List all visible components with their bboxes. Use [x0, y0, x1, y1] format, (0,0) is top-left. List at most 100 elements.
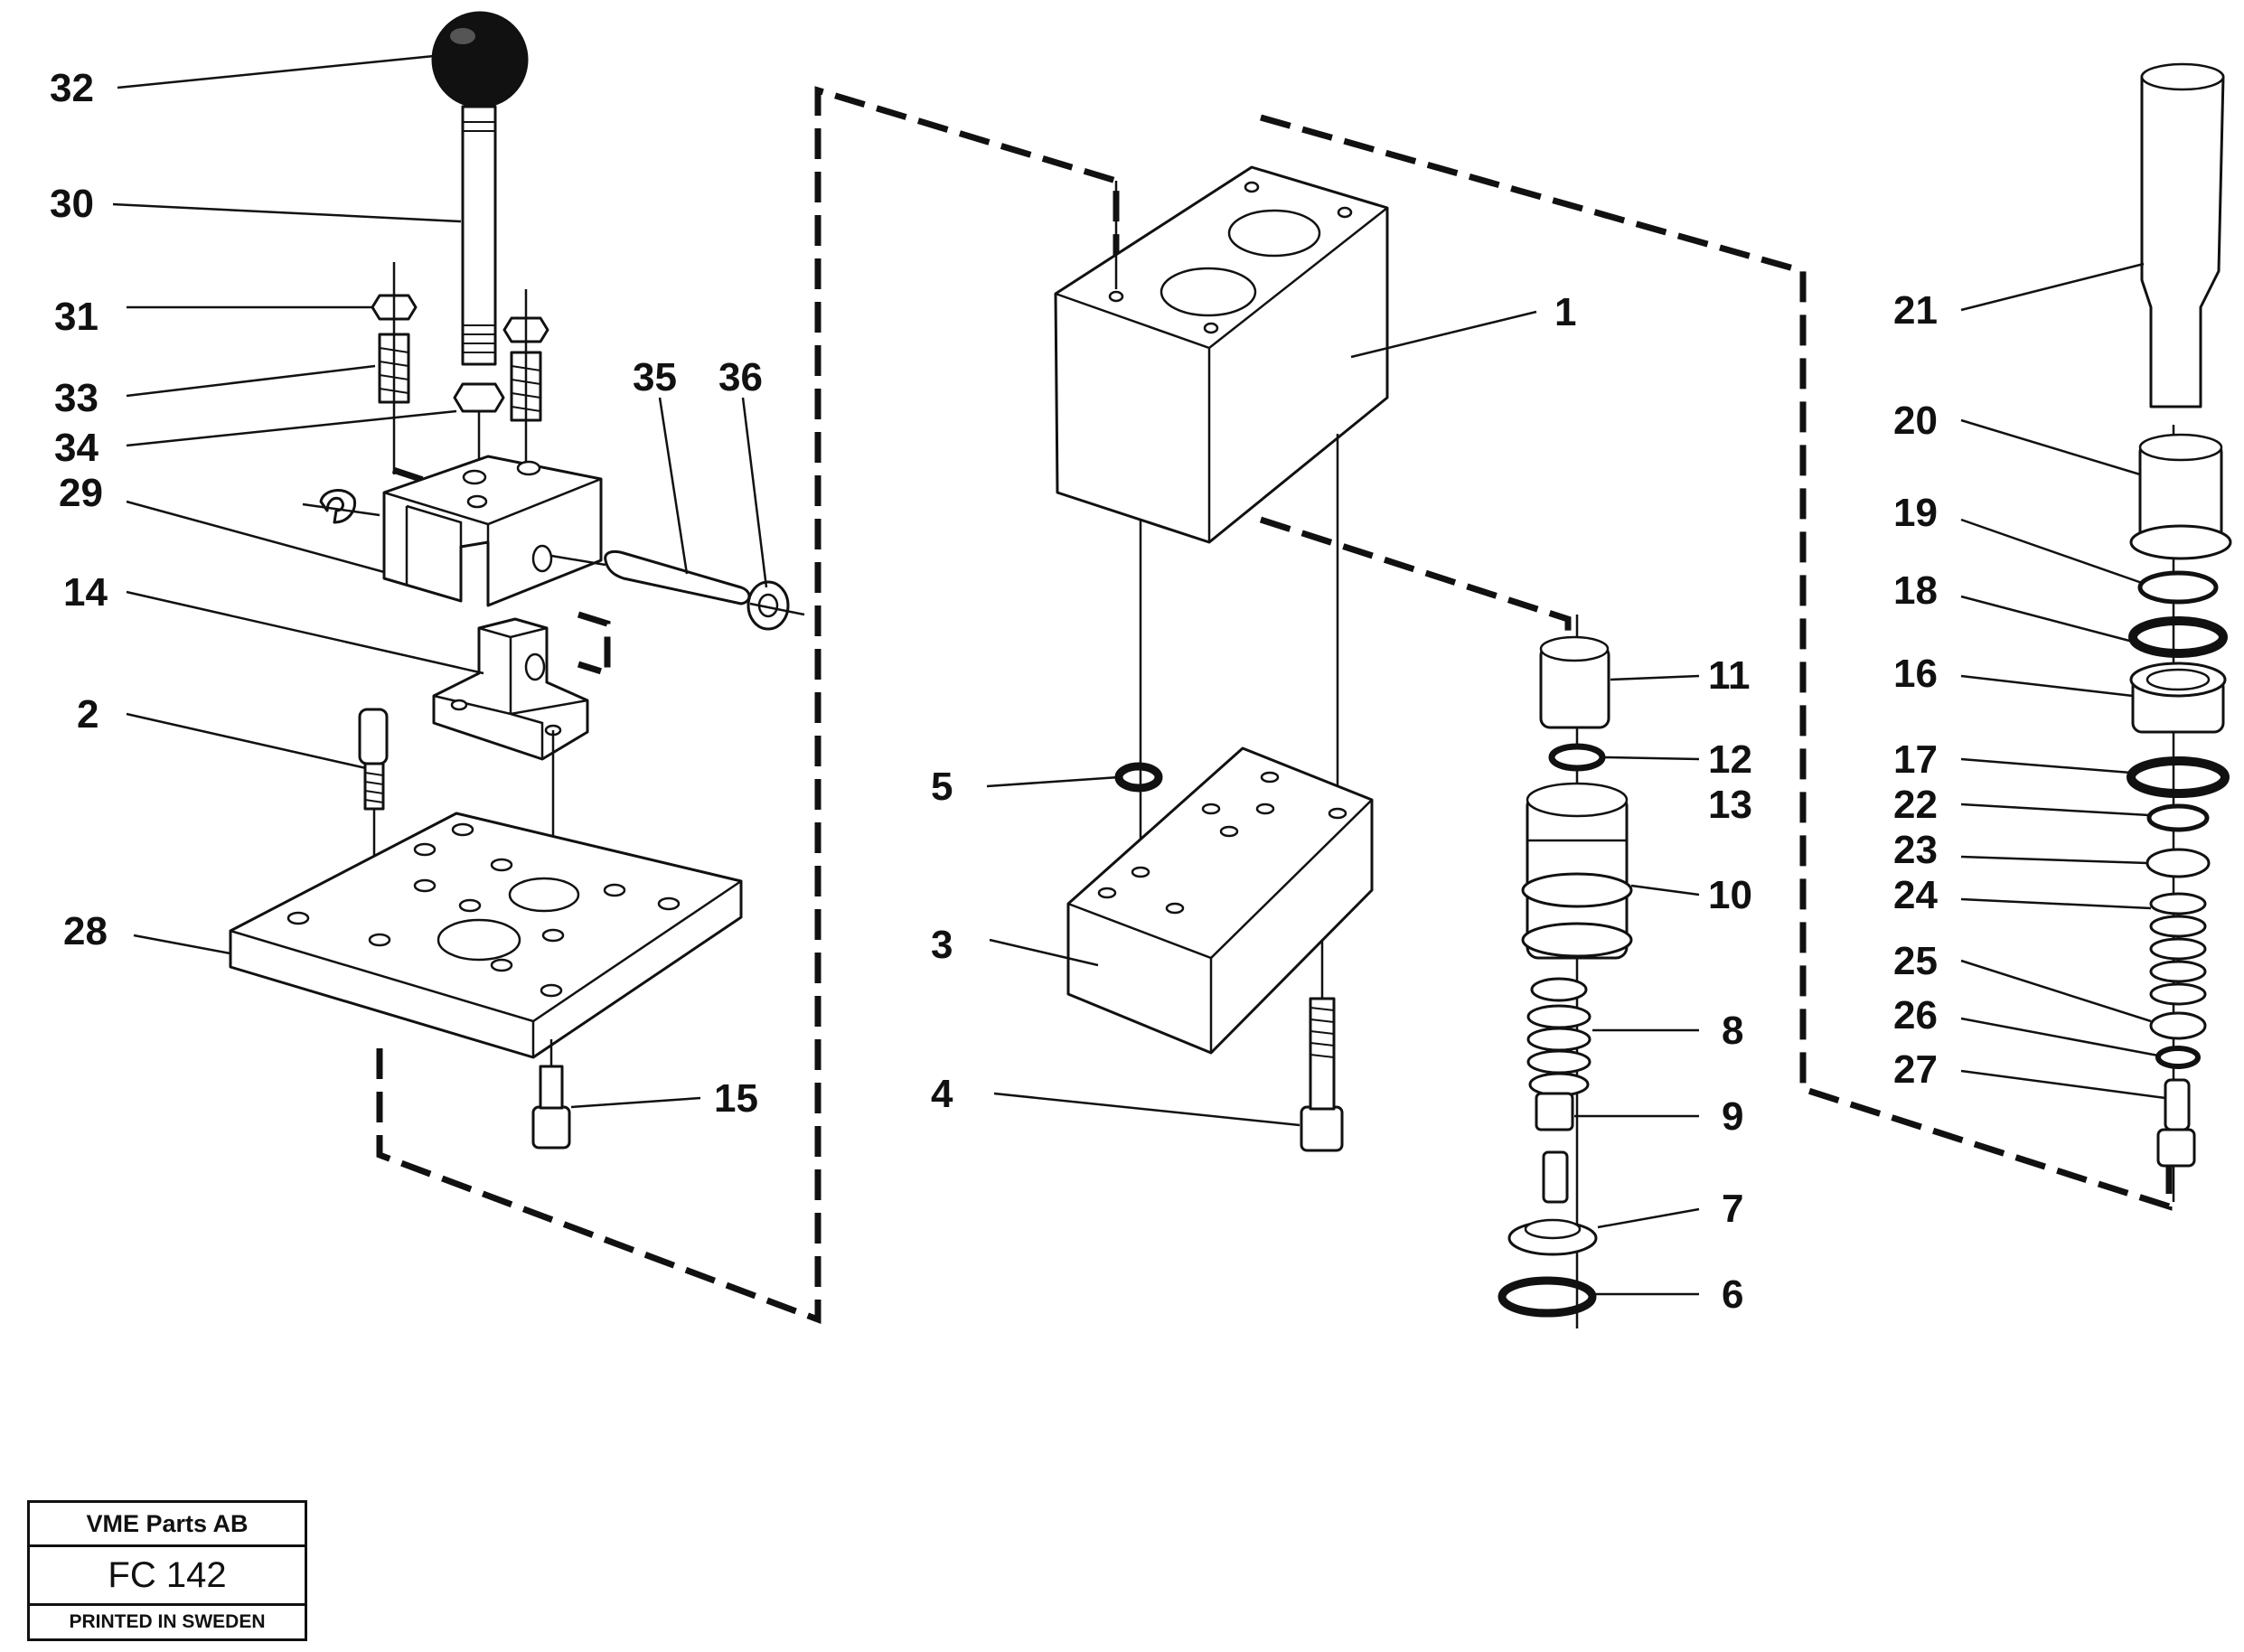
washer-26 — [2155, 1046, 2201, 1069]
nut-34 — [453, 382, 505, 413]
axis-36 — [749, 602, 805, 616]
screw-4 — [1300, 1105, 1344, 1152]
callout-labels: 32 30 31 33 34 29 14 2 28 15 35 36 1 5 3… — [50, 66, 1938, 1317]
o-ring-5 — [1114, 762, 1163, 793]
body-port-2 — [1227, 209, 1321, 258]
cover-hole-3 — [1165, 902, 1185, 915]
screw-15-shank — [539, 1065, 564, 1110]
plate-hole-5 — [490, 858, 513, 872]
washer-22 — [2146, 803, 2210, 832]
callout-26: 26 — [1893, 993, 1938, 1037]
body-hole-3 — [1337, 206, 1353, 219]
callout-32: 32 — [50, 66, 94, 110]
callout-21: 21 — [1893, 288, 1938, 333]
right-stack-group — [2127, 62, 2232, 1202]
body-hole-2 — [1244, 181, 1260, 193]
body-port-1 — [1160, 267, 1257, 317]
callout-4: 4 — [931, 1072, 953, 1116]
seat-7-inner — [1524, 1218, 1582, 1240]
cover-hole-1 — [1097, 887, 1117, 899]
plunger-21-top — [2140, 62, 2225, 91]
callout-5: 5 — [931, 765, 953, 809]
cover-hole-6 — [1255, 803, 1275, 815]
o-ring-17 — [2127, 756, 2230, 798]
screw-27-head — [2156, 1128, 2196, 1168]
callout-24: 24 — [1893, 873, 1938, 917]
spring-8 — [1526, 977, 1591, 1097]
knob-highlight — [450, 28, 475, 44]
plate-port-2 — [508, 877, 580, 913]
plate-port-1 — [437, 918, 521, 962]
lever-rod — [461, 105, 497, 366]
callout-7: 7 — [1722, 1187, 1743, 1231]
lever-knob — [431, 11, 529, 108]
sleeve-ring-1 — [1521, 872, 1633, 908]
lever-assembly-group — [229, 11, 805, 1150]
callout-11: 11 — [1708, 653, 1751, 698]
plunger-9 — [1535, 1092, 1574, 1131]
o-ring-18 — [2128, 616, 2228, 658]
callout-23: 23 — [1893, 828, 1938, 872]
callout-30: 30 — [50, 182, 94, 226]
plate-hole-12 — [413, 878, 437, 893]
bracket-edges — [383, 477, 602, 605]
callout-3: 3 — [931, 923, 953, 967]
washer-19 — [2137, 570, 2219, 605]
callout-36: 36 — [718, 355, 763, 399]
callout-2: 2 — [77, 692, 99, 737]
sleeve-16-inner — [2145, 668, 2211, 691]
cover-hole-4 — [1201, 803, 1221, 815]
callout-6: 6 — [1722, 1272, 1743, 1317]
guide-hole — [524, 652, 546, 681]
plate-hole-7 — [657, 896, 681, 911]
cover-hole-2 — [1131, 866, 1150, 878]
callout-12: 12 — [1708, 737, 1752, 782]
sleeve-top — [1526, 782, 1629, 818]
valve-body-group — [1054, 165, 1389, 1152]
valve-body — [1054, 165, 1389, 544]
callout-18: 18 — [1893, 568, 1938, 613]
spool-cap-top — [1539, 635, 1610, 662]
title-block-code: FC 142 — [30, 1547, 305, 1606]
plate-hole-3 — [413, 842, 437, 857]
callout-15: 15 — [714, 1076, 758, 1121]
callout-20: 20 — [1893, 399, 1938, 443]
callout-19: 19 — [1893, 491, 1938, 535]
cover-block — [1066, 746, 1374, 1055]
screw-2 — [358, 708, 389, 765]
callout-1: 1 — [1554, 290, 1576, 334]
plate-hole-9 — [540, 983, 563, 998]
circlip-29 — [319, 489, 357, 524]
leader-lines — [112, 54, 2166, 1296]
callout-14: 14 — [63, 570, 108, 615]
bracket-hole-1 — [462, 469, 487, 485]
screw-27 — [2164, 1078, 2191, 1131]
cover-hole-7 — [1328, 807, 1347, 820]
cover-hole-5 — [1219, 825, 1239, 838]
callout-8: 8 — [1722, 1009, 1743, 1053]
cover-hole-8 — [1260, 771, 1280, 784]
callout-17: 17 — [1893, 737, 1938, 782]
plate-hole-10 — [490, 958, 513, 972]
plate-hole-6 — [603, 883, 626, 897]
body-edges — [1055, 207, 1388, 542]
sleeve-ring-2 — [1521, 922, 1633, 958]
screw-4-thread — [1310, 1007, 1335, 1058]
callout-31: 31 — [54, 295, 99, 339]
bracket-side-hole — [531, 544, 553, 573]
axis-35 — [550, 554, 606, 567]
plate-hole-4 — [451, 822, 474, 837]
callout-34: 34 — [54, 426, 99, 470]
guide-edges — [433, 626, 588, 759]
spool-stack-group — [1498, 615, 1633, 1328]
title-block-company: VME Parts AB — [30, 1503, 305, 1547]
bracket-hole-2 — [516, 460, 541, 476]
sleeve-20-flange — [2129, 524, 2232, 560]
axis-29 — [302, 502, 380, 517]
callout-28: 28 — [63, 909, 108, 953]
body-hole-4 — [1203, 322, 1219, 334]
pin-35 — [604, 549, 751, 605]
callout-22: 22 — [1893, 783, 1938, 827]
washer-12 — [1548, 743, 1606, 772]
